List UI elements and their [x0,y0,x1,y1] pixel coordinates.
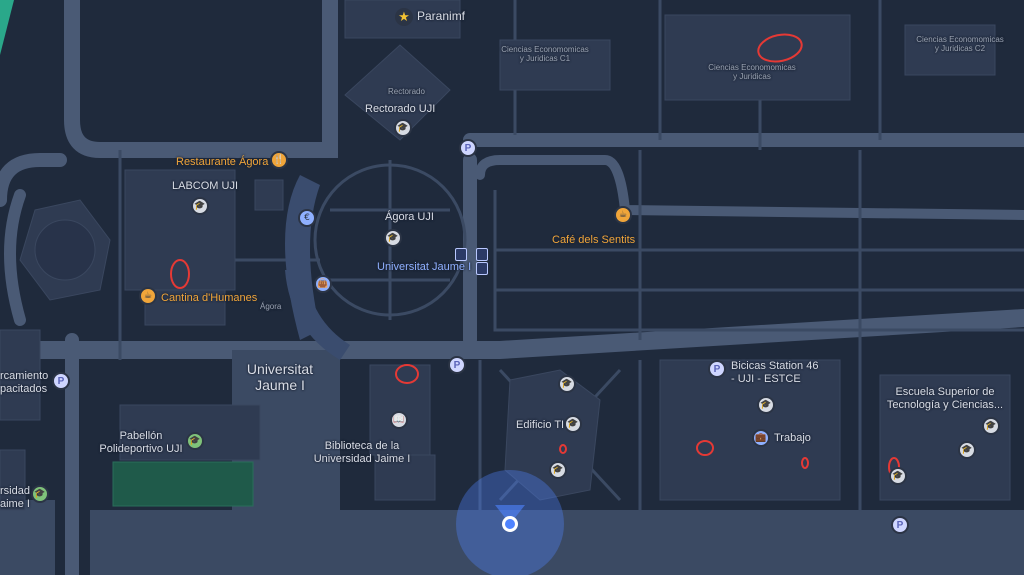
parking-icon-bottom-right[interactable]: P [891,516,909,534]
transit-icon-left[interactable] [455,248,467,261]
agora-grad-cap-icon[interactable]: 🎓 [384,229,402,247]
escuela-grad-cap-icon-bottom[interactable]: 🎓 [889,467,907,485]
pabellon-pin-icon[interactable]: 🎓 [186,432,204,450]
labcom-grad-cap-icon[interactable]: 🎓 [191,197,209,215]
trabajo-briefcase-icon[interactable]: 💼 [752,429,770,447]
label-universitat-jaume-campus[interactable]: Universitat Jaume I [246,361,314,394]
label-escuela[interactable]: Escuela Superior de Tecnología y Ciencia… [886,386,1004,411]
roads-minor [118,0,1024,510]
label-agora-uji[interactable]: Ágora UJI [385,211,434,223]
label-universitat-jaume-transit[interactable]: Universitat Jaume I [377,261,472,273]
label-trabajo[interactable]: Trabajo [774,432,811,444]
escuela-grad-cap-icon-top[interactable]: 🎓 [982,417,1000,435]
location-heading [495,505,525,524]
parking-icon-top[interactable]: P [459,139,477,157]
sports-field [112,461,254,507]
transit-icon-right[interactable] [476,248,488,261]
left-bottom-strip [0,500,55,575]
label-aparcamiento[interactable]: rcamiento pacitados [0,370,49,395]
bottom-area [90,510,1024,575]
label-cantina[interactable]: Cantina d'Humanes [161,292,258,304]
label-bicicas[interactable]: Bicicas Station 46 - UJI - ESTCE [731,360,819,385]
edificio-ti-grad-cap-icon[interactable]: 🎓 [564,415,582,433]
shopping-bag-icon[interactable]: 👜 [314,275,332,293]
parking-icon-left[interactable]: P [52,372,70,390]
euro-icon[interactable]: € [298,209,316,227]
left-edge-pin-icon[interactable]: 🎓 [31,485,49,503]
label-labcom[interactable]: LABCOM UJI [172,180,239,192]
estce-grad-cap-icon[interactable]: 🎓 [757,396,775,414]
label-edificio-ti[interactable]: Edificio TI [516,419,565,431]
edificio-grad-cap-icon-top[interactable]: 🎓 [558,375,576,393]
park-area [0,0,14,55]
label-restaurante-agora[interactable]: Restaurante Ágora [176,156,269,168]
transit-icon-lower[interactable] [476,262,488,275]
edificio-grad-cap-icon-bottom[interactable]: 🎓 [549,461,567,479]
paranimf-star-icon[interactable]: ★ [395,8,413,26]
bicicas-parking-icon[interactable]: P [708,360,726,378]
label-agora-small: Ágora [260,302,282,311]
label-pabellon[interactable]: Pabellón Polideportivo UJI [99,430,183,455]
biblioteca-book-icon[interactable]: 📖 [390,411,408,429]
parking-icon-center[interactable]: P [448,356,466,374]
label-ciencias-c2[interactable]: Ciencias Economomicas y Juridicas C2 [916,35,1004,54]
rectorado-grad-cap-icon[interactable]: 🎓 [394,119,412,137]
label-rectorado-uji[interactable]: Rectorado UJI [365,103,436,115]
label-left-edge-university[interactable]: rsidad aime I [0,485,30,510]
label-cafe-sentits[interactable]: Café dels Sentits [552,234,636,246]
label-ciencias-c1[interactable]: Ciencias Economomicas y Juridicas C1 [501,45,589,64]
restaurante-fork-knife-icon[interactable]: 🍴 [270,151,288,169]
label-biblioteca[interactable]: Biblioteca de la Universidad Jaime I [313,440,411,465]
buildings [0,0,1011,511]
escuela-grad-cap-icon[interactable]: 🎓 [958,441,976,459]
label-rectorado-small: Rectorado [388,87,425,96]
cantina-cup-icon[interactable]: ☕ [139,287,157,305]
label-paranimf[interactable]: Paranimf [417,9,466,23]
cafe-cup-icon[interactable]: ☕ [614,206,632,224]
label-ciencias-mid[interactable]: Ciencias Economomicas y Juridicas [708,63,796,82]
